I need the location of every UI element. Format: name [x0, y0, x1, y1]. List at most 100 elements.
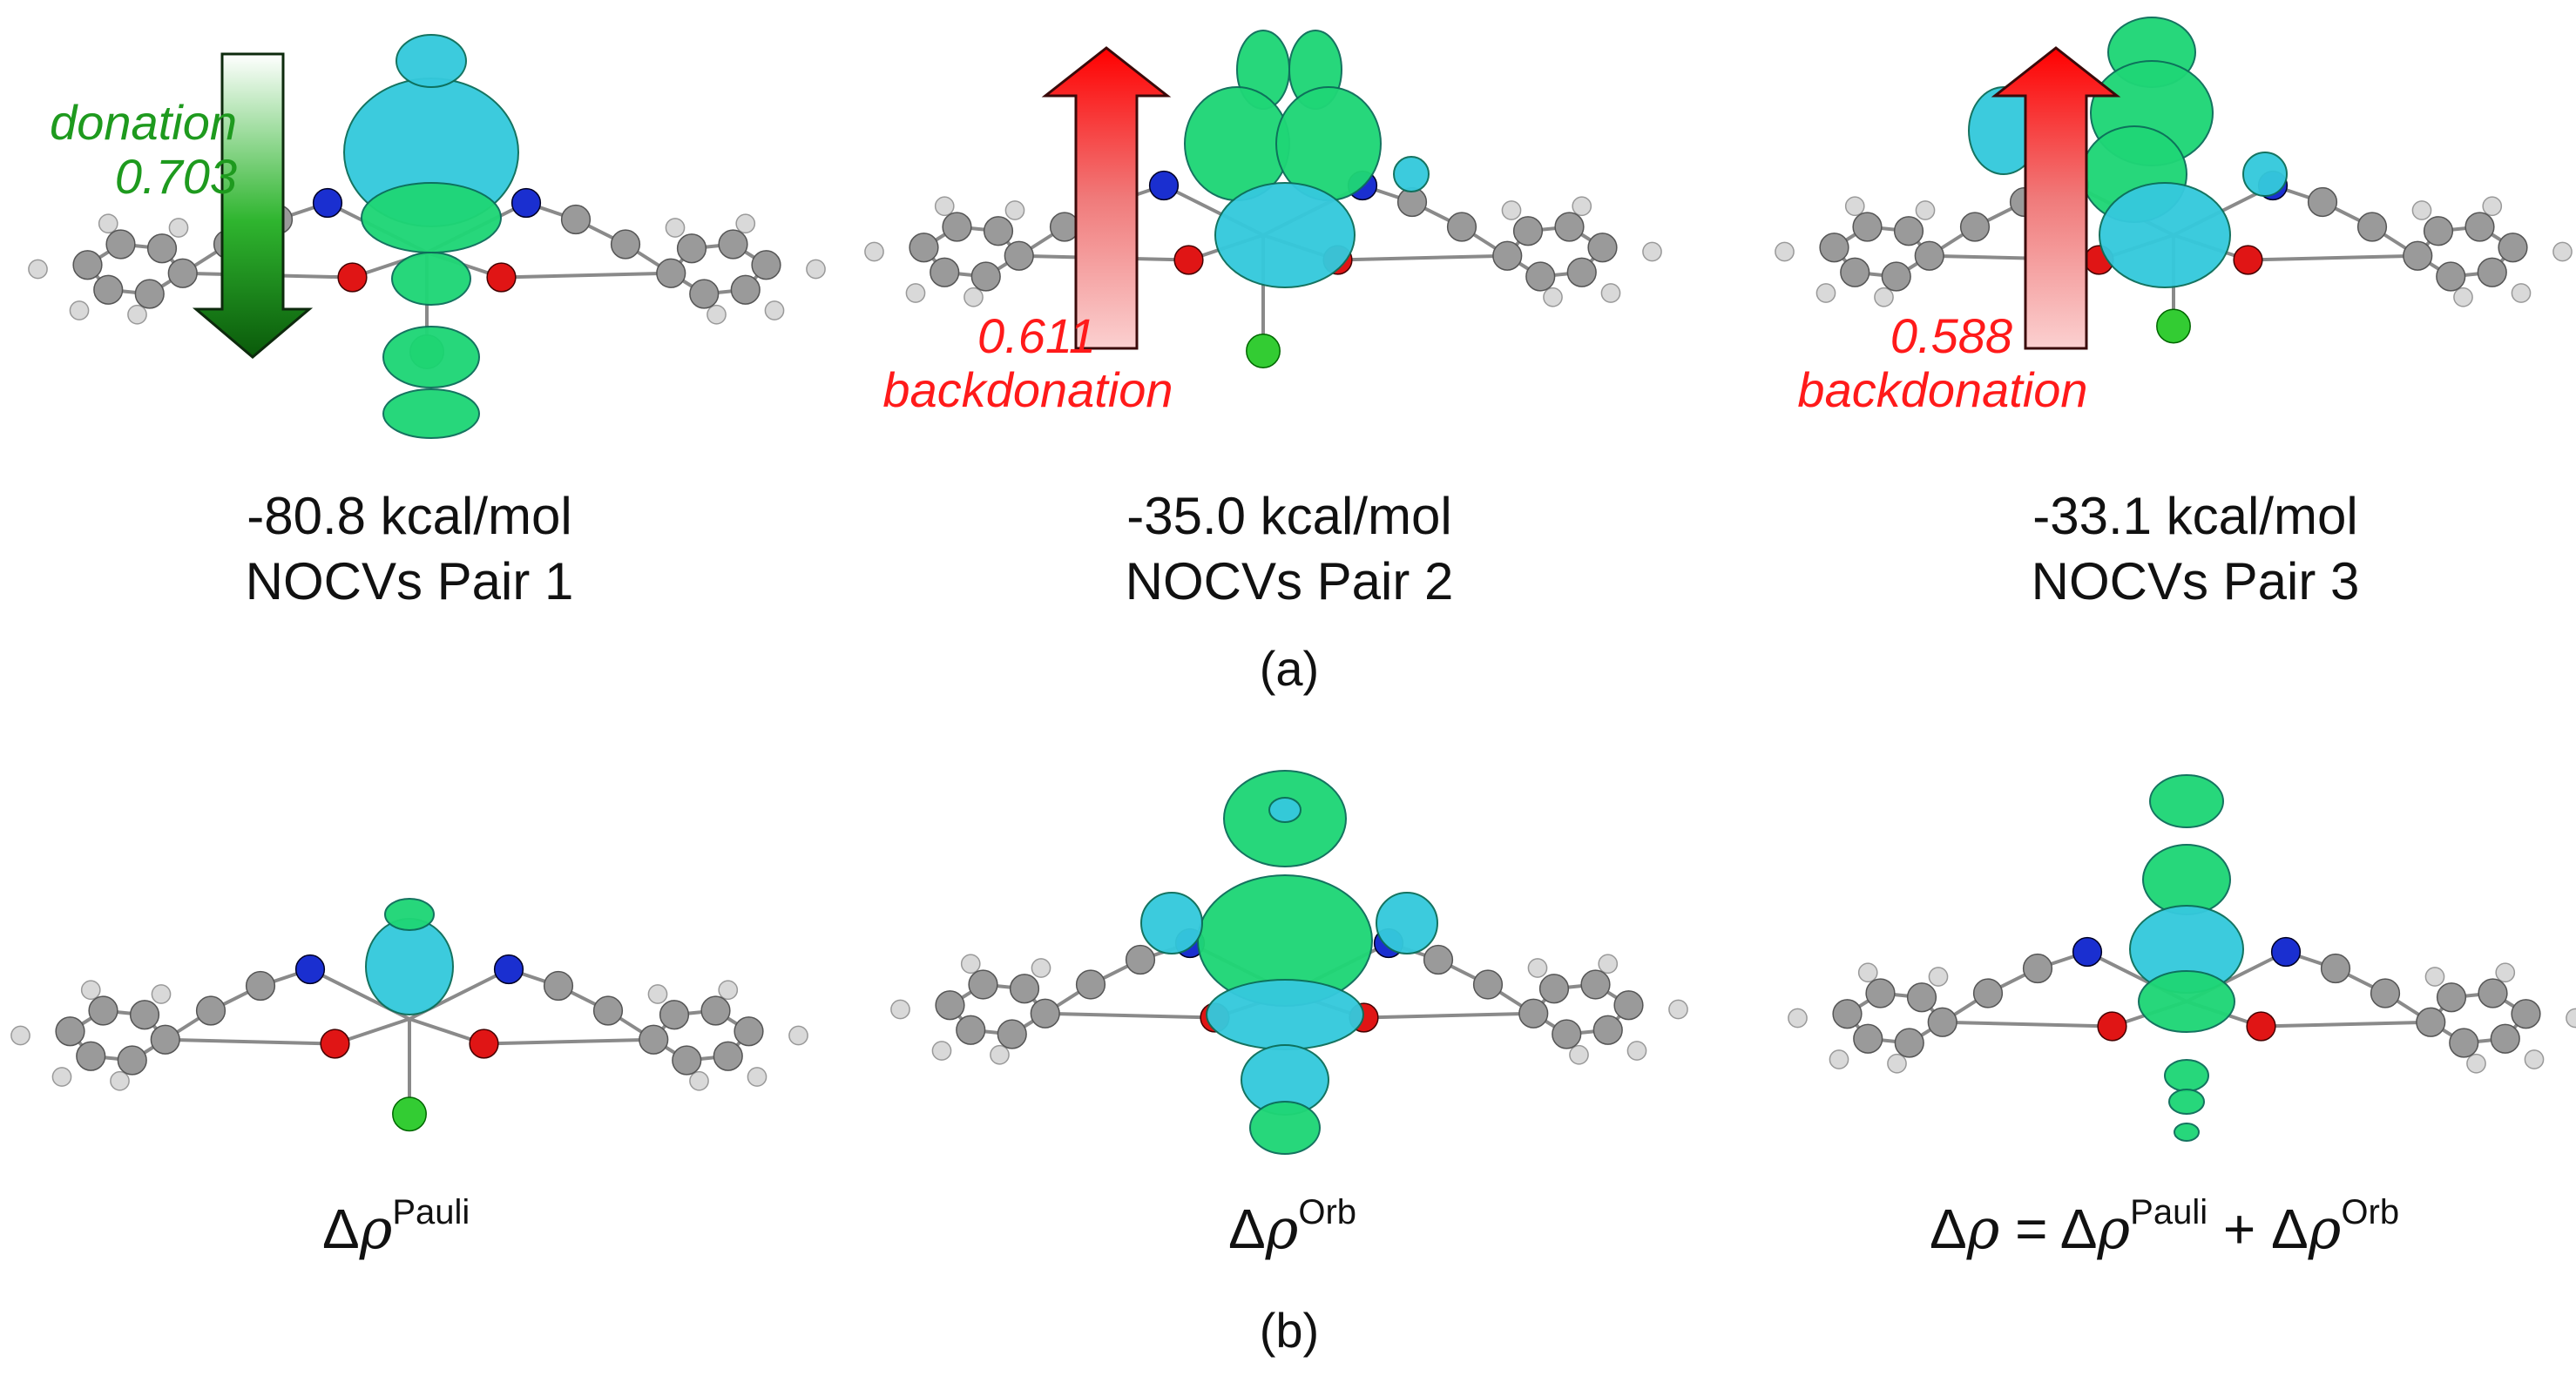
bond	[165, 1037, 335, 1046]
oxygen-atom	[469, 1029, 499, 1059]
donation-arrow	[192, 52, 314, 359]
bond	[1942, 1020, 2113, 1029]
orb-superscript: Orb	[1298, 1193, 1357, 1231]
pauli-superscript: Pauli	[2130, 1193, 2208, 1231]
carbon-atom	[1819, 233, 1849, 263]
plus-sign: +	[2208, 1197, 2272, 1260]
hydrogen-atom	[110, 1070, 130, 1091]
pair-1-energy: -80.8 kcal/mol	[247, 487, 572, 545]
hydrogen-atom	[764, 300, 785, 320]
oxygen-atom	[1173, 245, 1204, 275]
carbon-atom	[88, 995, 118, 1026]
hydrogen-atom	[151, 984, 172, 1004]
cyan-lobe	[2099, 182, 2231, 288]
orb-density	[1140, 770, 1438, 1155]
hydrogen-atom	[864, 241, 884, 262]
nitrogen-atom	[510, 187, 542, 219]
carbon-atom	[2307, 186, 2338, 218]
total-density	[2129, 774, 2244, 1142]
carbon-atom	[639, 1024, 669, 1055]
total-density-equation: Δρ = ΔρPauli + ΔρOrb	[1930, 1193, 2399, 1262]
carbon-atom	[1552, 1019, 1582, 1049]
green-lobe	[2164, 1059, 2209, 1092]
green-lobe	[2168, 1089, 2205, 1115]
green-lobe	[384, 898, 435, 931]
hydrogen-atom	[98, 213, 118, 234]
donation-label-word: donation	[50, 95, 237, 150]
bond	[501, 271, 672, 280]
carbon-atom	[1075, 969, 1106, 1000]
carbon-atom	[543, 970, 574, 1002]
hydrogen-atom	[69, 300, 90, 320]
cyan-lobe	[1268, 797, 1302, 823]
pair-2-energy: -35.0 kcal/mol	[1126, 487, 1452, 545]
carbon-atom	[1004, 240, 1034, 271]
hydrogen-atom	[127, 304, 147, 325]
carbon-atom	[1492, 240, 1523, 271]
hydrogen-atom	[788, 1025, 808, 1046]
hydrogen-atom	[735, 213, 756, 234]
oxygen-atom	[2233, 245, 2263, 275]
hydrogen-atom	[1572, 196, 1592, 217]
carbon-atom	[751, 250, 781, 280]
carbon-atom	[970, 261, 1001, 292]
carbon-atom	[1125, 944, 1156, 975]
carbon-atom	[1525, 261, 1556, 292]
hydrogen-atom	[1642, 241, 1662, 262]
carbon-atom	[968, 969, 998, 1000]
carbon-atom	[1512, 216, 1544, 246]
carbon-atom	[129, 1000, 160, 1030]
bond	[2261, 1020, 2431, 1029]
hydrogen-atom	[10, 1025, 30, 1046]
pair-3-caption: -33.1 kcal/mol NOCVs Pair 3	[1934, 483, 2457, 614]
carbon-atom	[610, 229, 641, 260]
green-lobe	[361, 182, 502, 253]
carbon-atom	[55, 1016, 85, 1047]
hydrogen-atom	[1598, 954, 1619, 975]
cyan-lobe	[1214, 182, 1356, 288]
hydrogen-atom	[1857, 962, 1878, 983]
hydrogen-atom	[2511, 283, 2532, 303]
hydrogen-atom	[806, 259, 826, 280]
cyan-lobe	[396, 34, 467, 88]
carbon-atom	[689, 279, 720, 309]
carbon-atom	[672, 1045, 702, 1076]
carbon-atom	[1927, 1007, 1957, 1037]
carbon-atom	[700, 995, 731, 1026]
backdonation-value-pair-2: 0.611	[977, 308, 1096, 363]
hydrogen-atom	[1600, 283, 1621, 303]
pair-3-density	[1968, 17, 2288, 288]
carbon-atom	[1832, 999, 1863, 1029]
carbon-atom	[930, 257, 960, 287]
pair-3-energy: -33.1 kcal/mol	[2032, 487, 2358, 545]
bond	[1363, 1011, 1534, 1020]
hydrogen-atom	[931, 1041, 952, 1061]
carbon-atom	[1972, 978, 2004, 1008]
pauli-density-label: ΔρPauli	[322, 1193, 470, 1262]
carbon-atom	[245, 970, 276, 1002]
hydrogen-atom	[1668, 999, 1688, 1020]
hydrogen-atom	[890, 999, 910, 1020]
pair-2-caption: -35.0 kcal/mol NOCVs Pair 2	[1028, 483, 1551, 614]
carbon-atom	[1592, 1015, 1623, 1045]
carbon-atom	[1893, 216, 1924, 246]
cyan-lobe	[1206, 979, 1364, 1050]
carbon-atom	[2477, 257, 2507, 287]
carbon-atom	[1853, 1023, 1883, 1054]
carbon-atom	[659, 1000, 690, 1030]
hydrogen-atom	[1031, 958, 1051, 978]
pair-1-name: NOCVs Pair 1	[245, 552, 574, 610]
molecule-pair-3	[1775, 170, 2573, 344]
carbon-atom	[1472, 969, 1504, 1000]
hydrogen-atom	[1788, 1008, 1808, 1029]
hydrogen-atom	[665, 218, 686, 238]
carbon-atom	[1840, 257, 1870, 287]
carbon-atom	[592, 995, 624, 1026]
cyan-lobe	[365, 918, 454, 1015]
hydrogen-atom	[1775, 241, 1795, 262]
hydrogen-atom	[2424, 967, 2445, 987]
hydrogen-atom	[707, 304, 727, 325]
carbon-atom	[1587, 233, 1618, 263]
carbon-atom	[676, 233, 707, 264]
hydrogen-atom	[1829, 1049, 1849, 1069]
